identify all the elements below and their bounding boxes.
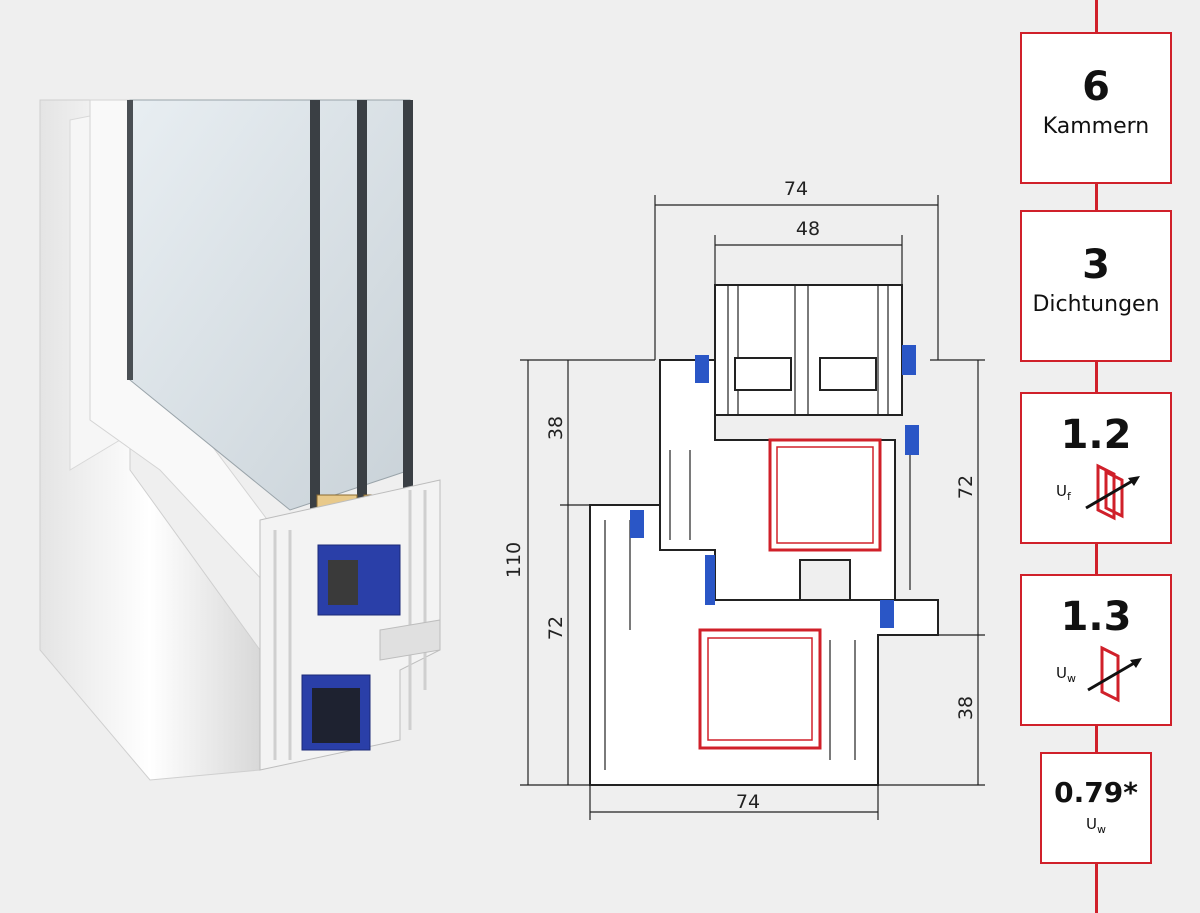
- spec-card-uw: 1.3 Uw: [1020, 574, 1172, 726]
- spec-value: 1.3: [1060, 594, 1132, 640]
- spec-card-seals: 3 Dichtungen: [1020, 210, 1172, 362]
- spec-value: 1.2: [1060, 412, 1132, 458]
- spec-label: Dichtungen: [1032, 292, 1160, 317]
- dim-right-upper: 72: [955, 475, 977, 499]
- uf-frame-icon: [1085, 463, 1140, 521]
- spec-value: 0.79*: [1054, 776, 1138, 809]
- spec-symbol: Uw: [1056, 664, 1076, 685]
- dim-top-inner: 48: [796, 218, 820, 240]
- spec-value: 3: [1082, 242, 1110, 288]
- spec-card-uw-glass: 0.79* Uw: [1040, 752, 1152, 864]
- spec-symbol: Uf: [1056, 482, 1071, 503]
- spec-symbol: Uw: [1086, 815, 1106, 836]
- window-profile-render: [39, 99, 441, 781]
- spec-card-chambers: 6 Kammern: [1020, 32, 1172, 184]
- dim-left-lower: 72: [545, 616, 567, 640]
- dim-right-lower: 38: [955, 696, 977, 720]
- spec-label: Kammern: [1042, 114, 1150, 139]
- spec-value: 6: [1082, 64, 1110, 110]
- uw-window-icon: [1087, 645, 1142, 703]
- dim-bottom: 74: [736, 791, 760, 813]
- dim-top-outer: 74: [784, 178, 808, 200]
- dim-left-total: 110: [503, 542, 525, 578]
- spec-card-uf: 1.2 Uf: [1020, 392, 1172, 544]
- dim-left-upper: 38: [545, 416, 567, 440]
- cross-section-drawing: 74 48 38 110 72 72 38 74: [503, 178, 985, 820]
